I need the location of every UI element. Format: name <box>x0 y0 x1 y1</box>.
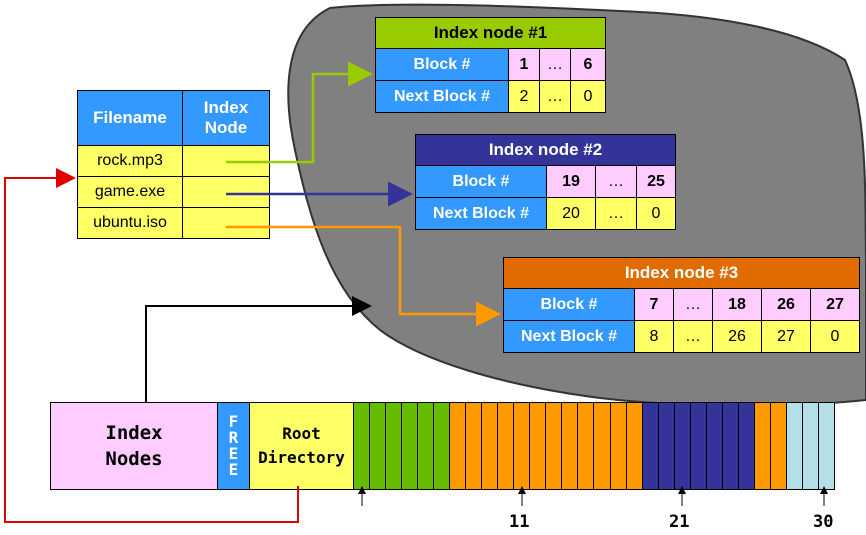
block-cell: 7 <box>634 288 674 321</box>
index-nodes-region: Index Nodes <box>51 403 218 489</box>
next-cell: 26 <box>712 320 762 353</box>
block-cell: 6 <box>570 48 606 81</box>
rock-arrow <box>226 61 373 164</box>
block-cell: 27 <box>810 288 860 321</box>
next-cell: 0 <box>810 320 860 353</box>
disk-block <box>626 403 643 489</box>
block-cell: … <box>539 48 571 81</box>
disk-block <box>466 403 483 489</box>
data-blocks <box>354 403 834 489</box>
disk-block <box>674 403 691 489</box>
disk-block <box>482 403 499 489</box>
index-nodes-label: Index Nodes <box>105 422 163 470</box>
root-directory-arrow <box>4 168 299 523</box>
index-node-title: Index node #1 <box>375 17 606 49</box>
file-table: Filename Index Node rock.mp3 game.exe ub… <box>77 90 270 239</box>
root-directory-region: Root Directory <box>250 403 354 489</box>
disk-block <box>450 403 467 489</box>
next-cell: … <box>673 320 713 353</box>
filename-cell: ubuntu.iso <box>77 207 183 239</box>
index-node-header: Index Node <box>182 90 270 146</box>
disk-block <box>562 403 579 489</box>
disk-block <box>722 403 739 489</box>
root-directory-label: Root Directory <box>258 424 345 467</box>
disk-block <box>706 403 723 489</box>
index-node-title: Index node #2 <box>415 134 676 166</box>
next-cell: 20 <box>546 197 596 230</box>
block-cell: 1 <box>508 48 540 81</box>
index-node-title: Index node #3 <box>503 257 860 289</box>
block-cell: 19 <box>546 165 596 198</box>
disk-block <box>354 403 371 489</box>
index-node-cell <box>182 207 270 239</box>
disk-block <box>658 403 675 489</box>
disk-block <box>642 403 659 489</box>
block-cell: 18 <box>712 288 762 321</box>
disk-block <box>786 403 803 489</box>
table-row: rock.mp3 <box>77 145 270 177</box>
disk-block <box>770 403 787 489</box>
next-cell: 0 <box>570 80 606 113</box>
disk-block <box>370 403 387 489</box>
ubuntu-arrow <box>226 225 501 327</box>
tick-label-11: 11 <box>509 512 530 532</box>
next-cell: 27 <box>761 320 811 353</box>
disk-block <box>818 403 834 489</box>
table-row: game.exe <box>77 176 270 208</box>
block-cell: 26 <box>761 288 811 321</box>
index-node-1: Index node #1 Block # 1 … 6 Next Block #… <box>375 17 606 113</box>
next-cell: 0 <box>636 197 676 230</box>
disk-block <box>754 403 771 489</box>
disk-block <box>418 403 435 489</box>
next-block-label: Next Block # <box>415 197 547 230</box>
disk-block <box>514 403 531 489</box>
next-cell: 8 <box>634 320 674 353</box>
disk-block <box>386 403 403 489</box>
disk-block <box>610 403 627 489</box>
filename-header: Filename <box>77 90 183 146</box>
free-region: FREE <box>218 403 250 489</box>
free-label: FREE <box>228 412 239 479</box>
disk-block <box>530 403 547 489</box>
disk-block <box>738 403 755 489</box>
next-cell: 2 <box>508 80 540 113</box>
disk-block <box>546 403 563 489</box>
block-label: Block # <box>503 288 635 321</box>
block-label: Block # <box>415 165 547 198</box>
disk-block <box>690 403 707 489</box>
tick-label-30: 30 <box>813 512 834 532</box>
disk-block <box>402 403 419 489</box>
disk-block <box>498 403 515 489</box>
index-node-cell <box>182 176 270 208</box>
index-nodes-arrow <box>145 296 372 402</box>
disk-strip: Index Nodes FREE Root Directory <box>50 402 835 490</box>
index-node-3: Index node #3 Block # 7 … 18 26 27 Next … <box>503 257 860 353</box>
tick-label-21: 21 <box>669 512 690 532</box>
disk-block <box>802 403 819 489</box>
index-node-2: Index node #2 Block # 19 … 25 Next Block… <box>415 134 676 230</box>
block-cell: 25 <box>636 165 676 198</box>
table-row: ubuntu.iso <box>77 207 270 239</box>
disk-block <box>578 403 595 489</box>
next-block-label: Next Block # <box>503 320 635 353</box>
disk-block <box>434 403 451 489</box>
next-block-label: Next Block # <box>375 80 509 113</box>
filename-cell: game.exe <box>77 176 183 208</box>
disk-block <box>594 403 611 489</box>
